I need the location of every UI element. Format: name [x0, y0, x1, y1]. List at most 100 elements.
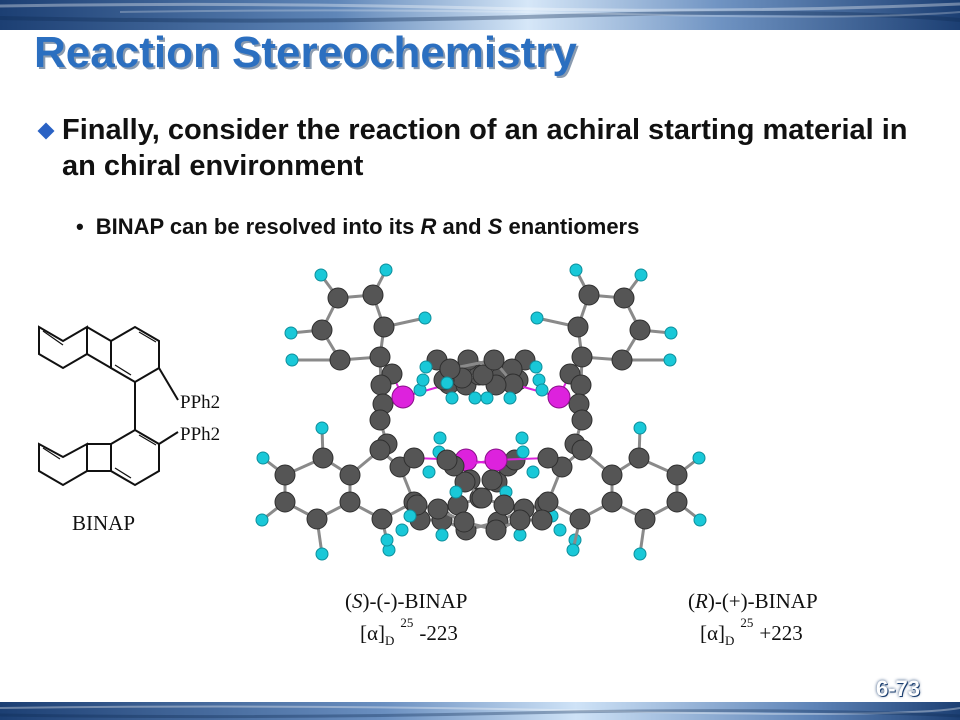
- hydrogen-atom: [449, 485, 463, 499]
- carbon-atom: [571, 346, 593, 368]
- r-binap-caption: (R)-(+)-BINAP: [688, 589, 818, 613]
- carbon-atom: [329, 349, 351, 371]
- bullet-level2: •BINAP can be resolved into its R and S …: [76, 213, 639, 241]
- carbon-atom: [629, 319, 651, 341]
- phosphorus-atom: [484, 448, 508, 472]
- carbon-atom: [537, 491, 559, 513]
- carbon-atom: [628, 447, 650, 469]
- hydrogen-atom: [535, 383, 549, 397]
- pph2-label-bottom: PPh2: [180, 424, 220, 445]
- s-binap-caption: (S)-(-)-BINAP: [345, 589, 467, 613]
- hydrogen-atom: [416, 373, 430, 387]
- carbon-atom: [578, 284, 600, 306]
- r-binap-3d-model: [380, 263, 707, 561]
- carbon-atom: [436, 449, 458, 471]
- carbon-atom: [613, 287, 635, 309]
- bullet-level1-text: Finally, consider the reaction of an ach…: [62, 114, 908, 182]
- slide-title: Reaction Stereochemistry: [34, 28, 577, 77]
- carbon-atom: [306, 508, 328, 530]
- hydrogen-atom: [255, 513, 269, 527]
- binap-structure-name: BINAP: [72, 511, 135, 535]
- carbon-atom: [373, 316, 395, 338]
- hydrogen-atom: [403, 509, 417, 523]
- hydrogen-atom: [445, 391, 459, 405]
- carbon-atom: [403, 447, 425, 469]
- hydrogen-atom: [468, 391, 482, 405]
- bullet2-config-r: R: [420, 214, 437, 239]
- carbon-atom: [362, 284, 384, 306]
- carbon-atom: [472, 364, 494, 386]
- hydrogen-atom: [480, 391, 494, 405]
- hydrogen-atom: [692, 451, 706, 465]
- hydrogen-atom: [529, 360, 543, 374]
- carbon-atom: [481, 469, 503, 491]
- hydrogen-atom: [314, 268, 328, 282]
- carbon-atom: [327, 287, 349, 309]
- carbon-atom: [571, 439, 593, 461]
- bullet2-text-mid: and: [436, 214, 488, 239]
- hydrogen-atom: [634, 268, 648, 282]
- phosphorus-atom: [547, 385, 571, 409]
- carbon-atom: [570, 374, 592, 396]
- carbon-atom: [274, 464, 296, 486]
- carbon-atom: [471, 487, 493, 509]
- hydrogen-atom: [516, 445, 530, 459]
- top-decorative-bar: [0, 0, 960, 30]
- binap-structure: [38, 325, 179, 487]
- carbon-atom: [369, 439, 391, 461]
- carbon-atom: [339, 464, 361, 486]
- carbon-atom: [537, 447, 559, 469]
- bullet2-config-s: S: [487, 214, 503, 239]
- hydrogen-atom: [569, 263, 583, 277]
- carbon-atom: [483, 349, 505, 371]
- hydrogen-atom: [380, 533, 394, 547]
- carbon-atom: [666, 464, 688, 486]
- carbon-atom: [427, 498, 449, 520]
- carbon-atom: [493, 494, 515, 516]
- carbon-atom: [567, 316, 589, 338]
- carbon-atom: [569, 508, 591, 530]
- carbon-atom: [531, 509, 553, 531]
- carbon-atom: [439, 358, 461, 380]
- hydrogen-atom: [315, 421, 329, 435]
- hydrogen-atom: [566, 543, 580, 557]
- bottom-decorative-bar: [0, 702, 960, 720]
- carbon-atom: [634, 508, 656, 530]
- carbon-atom: [509, 509, 531, 531]
- carbon-atom: [601, 464, 623, 486]
- bullet-dot-icon: •: [76, 214, 84, 239]
- hydrogen-atom: [503, 391, 517, 405]
- carbon-atom: [601, 491, 623, 513]
- carbon-atom: [371, 508, 393, 530]
- hydrogen-atom: [633, 547, 647, 561]
- hydrogen-atom: [284, 326, 298, 340]
- carbon-atom: [611, 349, 633, 371]
- hydrogen-atom: [419, 360, 433, 374]
- hydrogen-atom: [418, 311, 432, 325]
- hydrogen-atom: [663, 353, 677, 367]
- hydrogen-atom: [526, 465, 540, 479]
- s-binap-3d-model: [255, 263, 582, 561]
- carbon-atom: [312, 447, 334, 469]
- carbon-atom: [453, 511, 475, 533]
- page-number: 6-73: [875, 676, 920, 701]
- bullet2-text-pre: BINAP can be resolved into its: [95, 214, 421, 239]
- hydrogen-atom: [395, 523, 409, 537]
- hydrogen-atom: [513, 528, 527, 542]
- carbon-atom: [339, 491, 361, 513]
- hydrogen-atom: [440, 376, 454, 390]
- hydrogen-atom: [379, 263, 393, 277]
- hydrogen-atom: [435, 528, 449, 542]
- phosphorus-atom: [391, 385, 415, 409]
- hydrogen-atom: [433, 431, 447, 445]
- hydrogen-atom: [664, 326, 678, 340]
- carbon-atom: [571, 409, 593, 431]
- hydrogen-atom: [256, 451, 270, 465]
- hydrogen-atom: [315, 547, 329, 561]
- hydrogen-atom: [515, 431, 529, 445]
- hydrogen-atom: [422, 465, 436, 479]
- r-binap-rotation: [α]D25+223: [700, 615, 803, 648]
- carbon-atom: [369, 409, 391, 431]
- hydrogen-atom: [693, 513, 707, 527]
